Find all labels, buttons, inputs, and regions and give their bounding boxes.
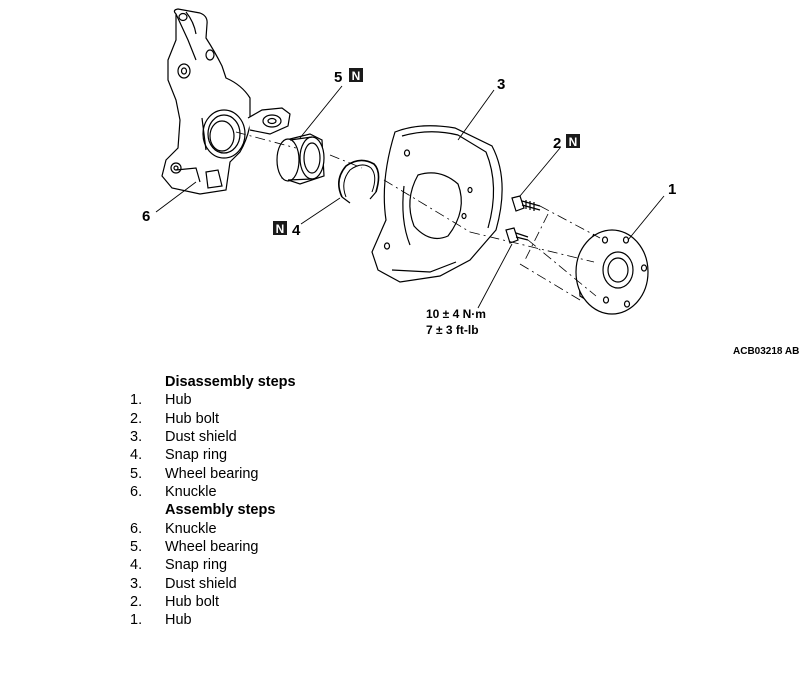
step-label: Knuckle — [165, 484, 217, 501]
step-label: Hub — [165, 612, 192, 629]
step-label: Knuckle — [165, 520, 217, 537]
callout-3: 3 — [497, 76, 505, 93]
list-item: 5.Wheel bearing — [130, 465, 259, 482]
figure-id: ACB03218 AB — [733, 346, 799, 357]
torque-spec-nm: 10 ± 4 N·m — [426, 307, 486, 321]
step-label: Snap ring — [165, 557, 228, 574]
wheel-bearing-part — [276, 133, 325, 185]
svg-text:N: N — [569, 135, 578, 149]
n-badge-4: N — [273, 221, 287, 236]
list-item: 1.Hub — [130, 612, 192, 629]
dust-shield-part — [371, 125, 503, 283]
hub-part — [575, 229, 649, 315]
torque-spec-ftlb: 7 ± 3 ft-lb — [426, 323, 479, 337]
step-label: Hub bolt — [165, 594, 220, 611]
step-label: Hub bolt — [165, 410, 220, 427]
step-label: Dust shield — [165, 575, 237, 592]
knuckle-part — [161, 8, 291, 195]
alignment-lines — [235, 131, 601, 301]
step-label: Wheel bearing — [165, 465, 259, 482]
list-item: 2.Hub bolt — [130, 410, 220, 427]
assembly-heading: Assembly steps — [165, 502, 276, 519]
step-label: Dust shield — [165, 429, 237, 446]
n-badge-5: N — [349, 68, 363, 83]
step-label: Hub — [165, 392, 192, 409]
svg-text:N: N — [276, 222, 285, 236]
snap-ring-part — [338, 159, 380, 204]
callout-1: 1 — [668, 181, 676, 198]
callout-4: 4 — [292, 222, 301, 239]
exploded-view-diagram: 1 2 3 4 5 6 N N N 10 ± 4 N·m 7 ± 3 ft-lb… — [142, 8, 799, 357]
list-item: 4.Snap ring — [130, 557, 228, 574]
svg-text:N: N — [352, 69, 361, 83]
list-item: 6.Knuckle — [130, 484, 217, 501]
callout-5: 5 — [334, 69, 342, 86]
list-item: 3.Dust shield — [130, 429, 237, 446]
callout-6: 6 — [142, 208, 150, 225]
list-item: 1.Hub — [130, 392, 192, 409]
list-item: 5.Wheel bearing — [130, 539, 259, 556]
step-label: Wheel bearing — [165, 539, 259, 556]
step-list: Disassembly steps 1.Hub 2.Hub bolt 3.Dus… — [130, 373, 296, 630]
disassembly-heading: Disassembly steps — [165, 374, 296, 390]
list-item: 2.Hub bolt — [130, 594, 220, 611]
n-badge-2: N — [566, 134, 580, 149]
list-item: 3.Dust shield — [130, 575, 237, 592]
step-label: Snap ring — [165, 447, 228, 464]
callout-2: 2 — [553, 135, 561, 152]
list-item: 6.Knuckle — [130, 520, 217, 537]
list-item: 4.Snap ring — [130, 447, 228, 464]
leader-lines — [155, 85, 665, 309]
hub-bolt-part — [505, 195, 541, 244]
